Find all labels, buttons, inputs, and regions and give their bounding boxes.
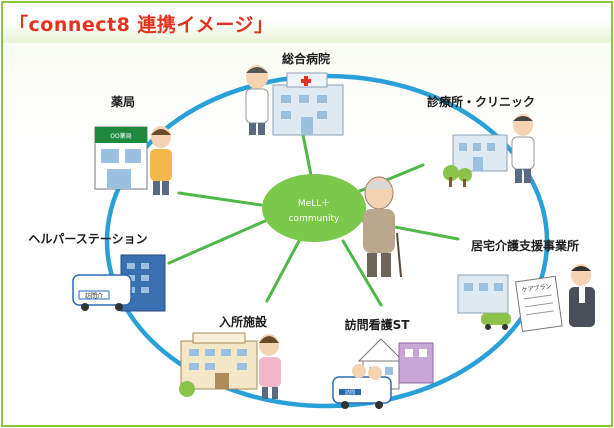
pharmacy-sign: OO薬局 [110, 132, 131, 140]
van-sign: 訪問介 [85, 292, 103, 300]
diagram-area: MeLL＋ community [3, 43, 611, 425]
spoke-helper [167, 219, 267, 265]
label-helper-station: ヘルパーステーション [28, 232, 147, 246]
label-general-hospital: 総合病院 [282, 51, 330, 66]
spoke-home-nursing [341, 239, 383, 307]
title-bar: 「connect8 連携イメージ」 [3, 3, 611, 43]
label-clinic: 診療所・クリニック [427, 94, 535, 109]
center-ellipse [262, 174, 366, 242]
clinic-icon [443, 114, 535, 187]
diagram-title: 「connect8 連携イメージ」 [9, 14, 274, 36]
home-nursing-icon: 訪問 [332, 338, 434, 409]
spoke-hospital [301, 133, 313, 177]
spoke-facility [265, 239, 301, 303]
care-plan-text: ケアプラン [521, 283, 552, 294]
center-label-line1: MeLL＋ [298, 198, 330, 209]
hospital-icon [245, 65, 344, 136]
center-node: MeLL＋ community [262, 174, 366, 242]
helper-station-icon: 訪問介 [72, 254, 166, 312]
label-care-support-office: 居宅介護支援事業所 [471, 238, 579, 253]
spoke-pharmacy [177, 191, 263, 207]
care-facility-icon [179, 332, 281, 399]
pharmacy-icon: OO薬局 [94, 126, 172, 195]
ambulance-sign: 訪問 [345, 389, 355, 396]
elderly-person-icon [363, 176, 402, 278]
center-label-line2: community [289, 214, 340, 224]
collaboration-diagram: MeLL＋ community [28, 51, 595, 409]
label-pharmacy: 薬局 [111, 94, 135, 109]
label-care-facility: 入所施設 [219, 314, 268, 329]
label-home-nursing: 訪問看護ST [345, 317, 411, 332]
care-office-icon: ケアプラン [457, 264, 595, 332]
